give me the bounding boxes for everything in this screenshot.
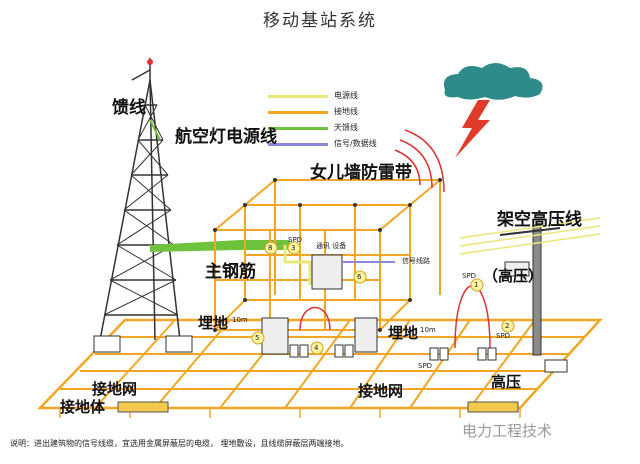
- comm-equipment-box: [311, 254, 343, 290]
- label-comm-equipment: 通讯 设备: [316, 242, 347, 250]
- label-spd-lower: SPD: [418, 362, 433, 370]
- ground-body-left: [117, 401, 169, 413]
- label-feeder: 馈线: [112, 98, 146, 118]
- legend-power: 电源线: [268, 90, 418, 102]
- label-10m-left: 10m: [232, 316, 248, 324]
- lightning-bolt: [455, 100, 490, 158]
- marker-8: 8: [268, 244, 273, 252]
- ground-body-right: [467, 401, 519, 413]
- label-ground-body: 接地体: [60, 398, 106, 416]
- marker-1: 1: [474, 281, 479, 289]
- legend-signal: 信号/数据线: [268, 138, 418, 150]
- marker-4: 4: [314, 344, 319, 352]
- label-signal-line: 信号线路: [402, 257, 430, 265]
- label-aviation-light-power: 航空灯电源线: [175, 127, 277, 147]
- cable-box: [354, 317, 378, 353]
- watermark: 电力工程技术: [462, 422, 553, 440]
- tower-base-left: [93, 335, 121, 353]
- label-spd-right: SPD: [462, 272, 477, 280]
- marker-6: 6: [357, 273, 362, 281]
- transformer-base: [544, 359, 568, 373]
- page-title: 移动基站系统: [263, 11, 377, 31]
- label-10m-right: 10m: [420, 326, 436, 334]
- legend-feeder: 天馈线: [268, 122, 418, 134]
- label-ground-net-right: 接地网: [358, 382, 404, 400]
- label-overhead-hv-line: 架空高压线: [497, 210, 582, 230]
- label-spd-top: SPD: [288, 236, 303, 244]
- storm-cloud: [443, 63, 543, 100]
- marker-2: 2: [505, 322, 510, 330]
- label-spd-mid: SPD: [496, 332, 511, 340]
- label-main-rebar: 主钢筋: [205, 262, 256, 282]
- tower-base-right: [165, 335, 193, 353]
- marker-3: 3: [291, 244, 296, 252]
- label-high-voltage-paren: （高压）: [483, 267, 544, 285]
- antenna-feeder: [150, 240, 290, 252]
- label-high-voltage: 高压: [491, 373, 522, 391]
- distribution-box: [261, 317, 289, 355]
- hv-pole: [532, 224, 542, 356]
- footnote: 说明：进出建筑物的信号线缆，宜选用金属屏蔽层的电缆， 埋地敷设，且线缆屏蔽层两端…: [10, 439, 349, 448]
- marker-5: 5: [255, 334, 260, 342]
- label-buried-left: 埋地: [198, 314, 229, 332]
- label-parapet-lightning-strip: 女儿墙防雷带: [310, 163, 412, 183]
- label-buried-right: 埋地: [388, 324, 419, 342]
- power-line: [283, 245, 312, 285]
- label-ground-net-left: 接地网: [92, 380, 138, 398]
- markers: [251, 241, 515, 355]
- legend-ground: 接地线: [268, 106, 418, 118]
